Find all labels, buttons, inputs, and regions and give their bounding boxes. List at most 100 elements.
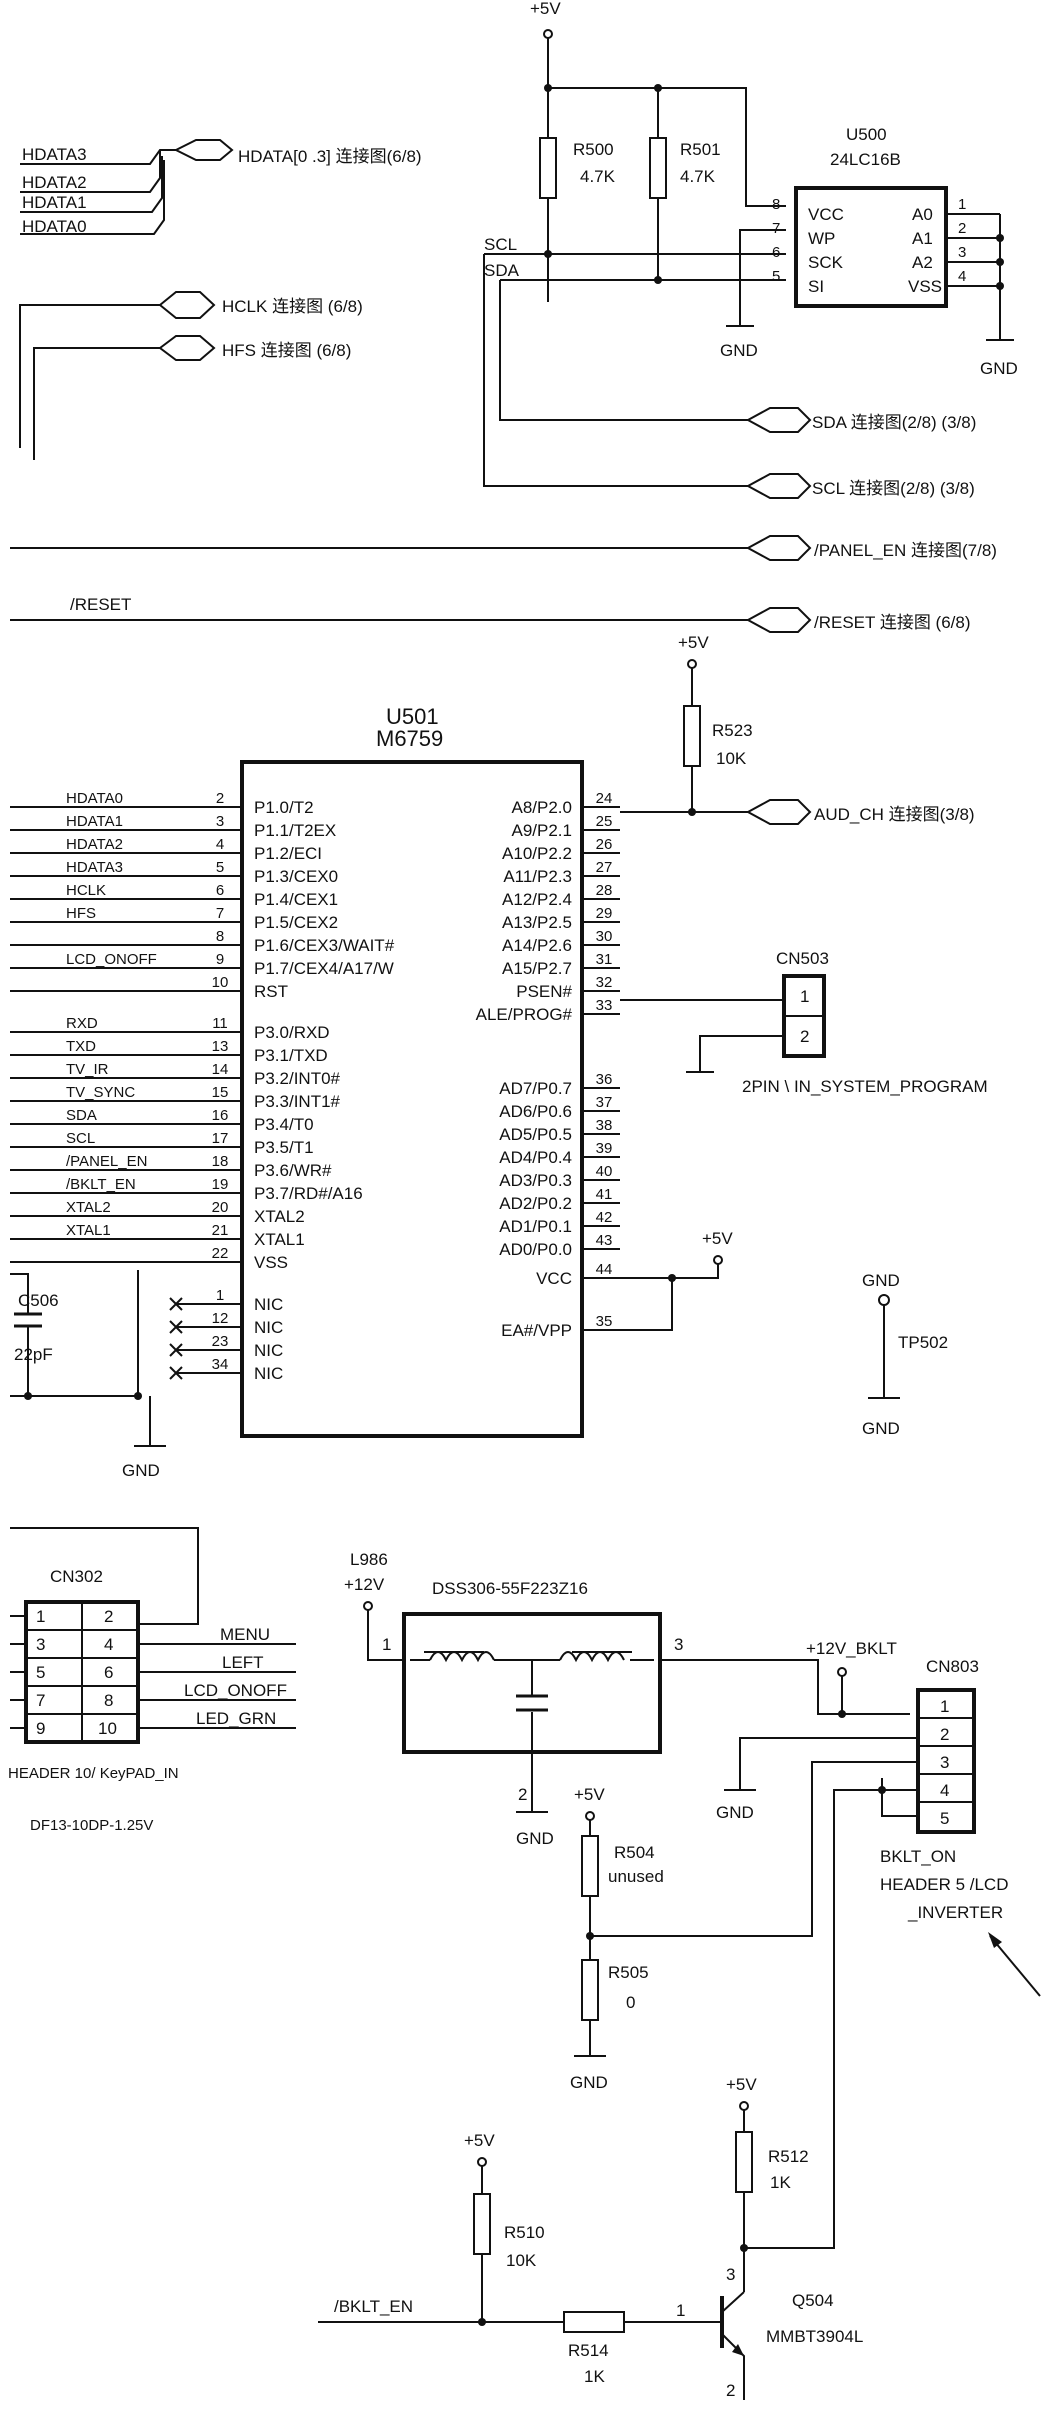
u501-pin-number: 20 bbox=[212, 1199, 229, 1216]
port-scl-label: SCL 连接图(2/8) (3/8) bbox=[812, 479, 975, 498]
r512-value: 1K bbox=[770, 2173, 791, 2192]
no-connect-mark bbox=[169, 1320, 183, 1334]
svg-text:8: 8 bbox=[104, 1691, 113, 1710]
port-scl bbox=[745, 473, 812, 499]
u501-pin-name: P1.0/T2 bbox=[254, 798, 314, 817]
port-hfs-label: HFS 连接图 (6/8) bbox=[222, 341, 351, 360]
u501-net-label: RXD bbox=[66, 1015, 98, 1032]
u501-pin-name: EA#/VPP bbox=[501, 1321, 572, 1340]
r500-value: 4.7K bbox=[580, 167, 616, 186]
u501-pin-name: A15/P2.7 bbox=[502, 959, 572, 978]
u501-pin-number: 13 bbox=[212, 1038, 229, 1055]
u501-pin-name: NIC bbox=[254, 1364, 283, 1383]
resistor-r505 bbox=[581, 1959, 599, 2021]
u501-pin-name: XTAL1 bbox=[254, 1230, 305, 1249]
u501-pin-number: 8 bbox=[216, 928, 224, 945]
u501-pin-number: 24 bbox=[596, 790, 613, 807]
u501-pin-name: AD1/P0.1 bbox=[499, 1217, 572, 1236]
svg-text:3: 3 bbox=[958, 244, 966, 261]
u501-pin-number: 41 bbox=[596, 1186, 613, 1203]
offpage-connectors-top: HDATA3 HDATA2 HDATA1 HDATA0 HDATA[0 .3] … bbox=[10, 139, 997, 633]
section-keypad: CN302 1 3 5 7 9 2 4 6 8 10 MENU LEFT LCD… bbox=[8, 1527, 296, 1834]
u500-left-pins: VCC WP SCK SI 8 7 6 5 bbox=[772, 196, 844, 296]
u501-net-label: TV_IR bbox=[66, 1061, 109, 1078]
u501-pin-number: 43 bbox=[596, 1232, 613, 1249]
u501-pin-number: 28 bbox=[596, 882, 613, 899]
svg-text:4: 4 bbox=[104, 1635, 113, 1654]
u501-pin-name: AD6/P0.6 bbox=[499, 1102, 572, 1121]
u501-pin-number: 6 bbox=[216, 882, 224, 899]
u501-pin-number: 5 bbox=[216, 859, 224, 876]
u501-pin-number: 10 bbox=[212, 974, 229, 991]
u501-pin-name: AD2/P0.2 bbox=[499, 1194, 572, 1213]
u501-pin-number: 34 bbox=[212, 1356, 229, 1373]
r505-value: 0 bbox=[626, 1993, 635, 2012]
u501-pin-number: 26 bbox=[596, 836, 613, 853]
u501-pin-name: P3.4/T0 bbox=[254, 1115, 314, 1134]
net-menu: MENU bbox=[220, 1625, 270, 1644]
u501-pin-number: 17 bbox=[212, 1130, 229, 1147]
resistor-r500 bbox=[539, 137, 557, 199]
cn803-pin-numbers: 1 2 3 4 5 bbox=[940, 1697, 949, 1828]
no-connect-mark bbox=[169, 1366, 183, 1380]
svg-text:4: 4 bbox=[958, 268, 966, 285]
u501-pin-number: 30 bbox=[596, 928, 613, 945]
svg-text:VCC: VCC bbox=[808, 205, 844, 224]
u501-pin-name: P1.7/CEX4/A17/W bbox=[254, 959, 394, 978]
svg-text:1: 1 bbox=[800, 987, 809, 1006]
cn503-label: 2PIN \ IN_SYSTEM_PROGRAM bbox=[742, 1077, 988, 1096]
port-reset-label: /RESET 连接图 (6/8) bbox=[814, 613, 971, 632]
u501-pin-name: RST bbox=[254, 982, 288, 1001]
svg-text:8: 8 bbox=[772, 196, 780, 213]
svg-text:2: 2 bbox=[958, 220, 966, 237]
l986-ref: L986 bbox=[350, 1550, 388, 1569]
u501-pin-number: 32 bbox=[596, 974, 613, 991]
u501-pin-name: P3.1/TXD bbox=[254, 1046, 328, 1065]
u501-pin-name: AD0/P0.0 bbox=[499, 1240, 572, 1259]
u501-pin-name: VSS bbox=[254, 1253, 288, 1272]
r510-ref: R510 bbox=[504, 2223, 545, 2242]
scl-net-label: SCL bbox=[484, 235, 517, 254]
section-transistor: +5V R512 1K +5V R510 10K /BKLT_EN R514 1… bbox=[318, 2075, 863, 2400]
svg-text:6: 6 bbox=[772, 244, 780, 261]
svg-text:1: 1 bbox=[940, 1697, 949, 1716]
u501-net-label: TXD bbox=[66, 1038, 96, 1055]
u501-pin-number: 4 bbox=[216, 836, 224, 853]
u501-pin-number: 1 bbox=[216, 1287, 224, 1304]
cn803-label-1: BKLT_ON bbox=[880, 1847, 956, 1866]
port-aud-label: AUD_CH 连接图(3/8) bbox=[814, 805, 975, 824]
svg-text:5: 5 bbox=[940, 1809, 949, 1828]
svg-text:5: 5 bbox=[36, 1663, 45, 1682]
reset-net-label: /RESET bbox=[70, 595, 131, 614]
u501-pin-name: PSEN# bbox=[516, 982, 572, 1001]
u501-pin-number: 19 bbox=[212, 1176, 229, 1193]
r523-value: 10K bbox=[716, 749, 747, 768]
u501-net-label: SDA bbox=[66, 1107, 97, 1124]
u501-pin-number: 37 bbox=[596, 1094, 613, 1111]
cn302-pin-numbers: 1 3 5 7 9 2 4 6 8 10 bbox=[36, 1607, 117, 1738]
u501-net-label: LCD_ONOFF bbox=[66, 951, 157, 968]
cn302-label2: DF13-10DP-1.25V bbox=[30, 1817, 153, 1834]
u501-pin-name: P1.3/CEX0 bbox=[254, 867, 338, 886]
r505-ref: R505 bbox=[608, 1963, 649, 1982]
u501-net-label: HDATA1 bbox=[66, 813, 123, 830]
u501-pin-number: 18 bbox=[212, 1153, 229, 1170]
no-connect-mark bbox=[169, 1297, 183, 1311]
svg-text:1: 1 bbox=[958, 196, 966, 213]
section-filter: L986 DSS306-55F223Z16 DSS306-55F223Z16 1… bbox=[344, 1550, 910, 1848]
u501-pin-name: A13/P2.5 bbox=[502, 913, 572, 932]
resistor-r523 bbox=[683, 705, 701, 767]
r523-ref: R523 bbox=[712, 721, 753, 740]
u501-pin-number: 35 bbox=[596, 1313, 613, 1330]
u501-pin-number: 27 bbox=[596, 859, 613, 876]
u501-net-label: XTAL1 bbox=[66, 1222, 111, 1239]
u501-pin-number: 42 bbox=[596, 1209, 613, 1226]
u501-pin-name: P3.6/WR# bbox=[254, 1161, 332, 1180]
port-hfs bbox=[158, 335, 216, 361]
u501-pin-name: A9/P2.1 bbox=[512, 821, 573, 840]
svg-text:2: 2 bbox=[518, 1785, 527, 1804]
u501-pin-number: 29 bbox=[596, 905, 613, 922]
u501-pin-number: 9 bbox=[216, 951, 224, 968]
u501-pin-number: 23 bbox=[212, 1333, 229, 1350]
